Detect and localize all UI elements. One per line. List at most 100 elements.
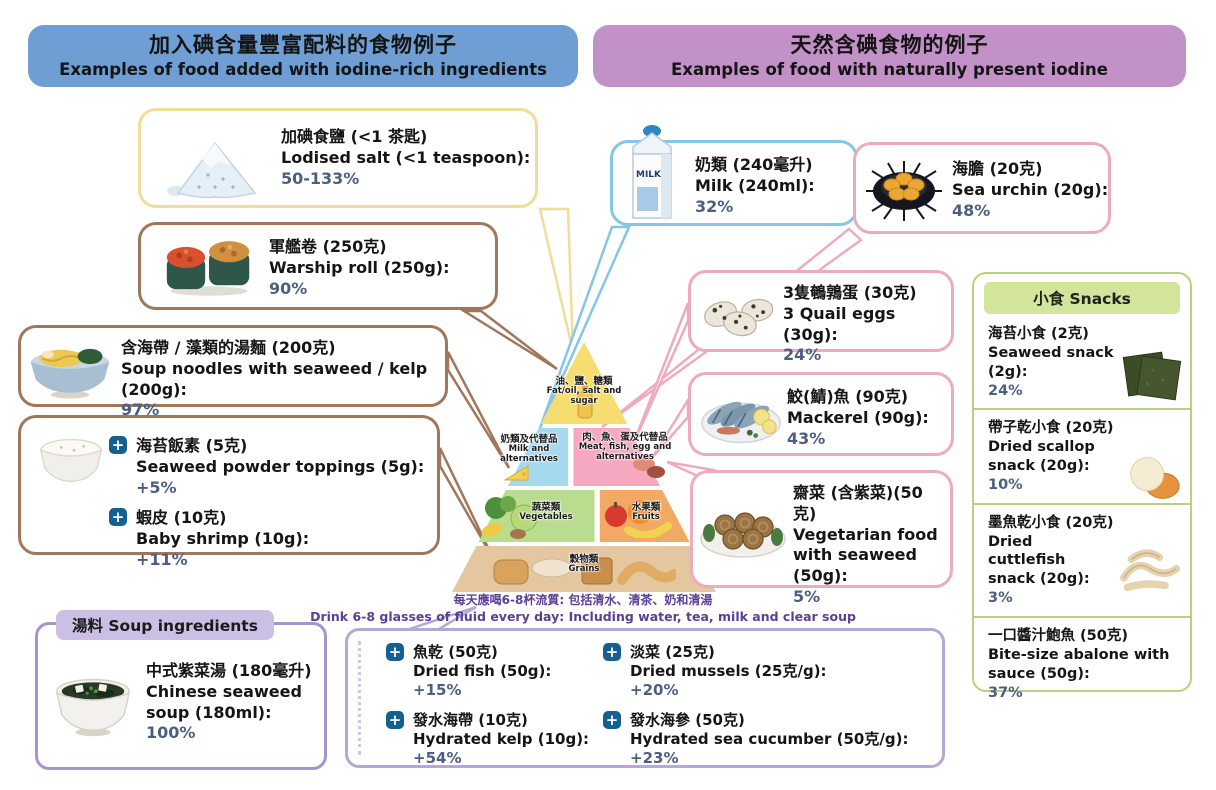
callout-vegetarian: 齋菜 (含紫菜)(50克) Vegetarian food with seawe… — [690, 470, 953, 606]
fluid-zh: 每天應喝6-8杯流質: 包括清水、清茶、奶和清湯 — [453, 593, 713, 607]
dotted-divider — [358, 641, 361, 755]
callout-milk: MILK 奶類 (240毫升) Milk (240ml): 32% — [610, 125, 858, 226]
tier-grains-en: Grains — [568, 564, 600, 575]
header-right-zh: 天然含碘食物的例子 — [790, 33, 989, 57]
topping-row-seaweed-powder: + 海苔飯素 (5克) Seaweed powder toppings (5g)… — [109, 436, 429, 498]
addition2-zh: 發水海帶 (10克) — [413, 710, 528, 729]
soup-ingredients-panel: 湯料 Soup ingredients 中式紫菜湯 (180毫升) Chines… — [35, 610, 327, 770]
soup-en: Chinese seaweed soup (180ml): — [146, 681, 302, 722]
snack2-en: Dried scallop snack (20g): — [988, 439, 1095, 475]
header-added-iodine: 加入碘含量豐富配料的食物例子 Examples of food added wi… — [28, 25, 578, 87]
snack3-en: Dried cuttlefish snack (20g): — [988, 533, 1090, 588]
mackerel-zh: 鮫(鯖)魚 (90克) — [787, 387, 909, 406]
tier-meat-zh: 肉、魚、蛋及代替品 — [582, 432, 668, 443]
snack2-value: 10% — [988, 476, 1023, 493]
scallop-icon — [1130, 457, 1180, 500]
pyramid-label-meat: 肉、魚、蛋及代替品 Meat, fish, egg and alternativ… — [574, 432, 676, 463]
topping1-en: Seaweed powder toppings (5g): — [136, 456, 425, 476]
soup-zh: 中式紫菜湯 (180毫升) — [146, 661, 312, 680]
snack1-en: Seaweed snack (2g): — [988, 344, 1114, 380]
warship-value: 90% — [269, 278, 308, 298]
header-natural-iodine: 天然含碘食物的例子 Examples of food with naturall… — [593, 25, 1186, 87]
callout-iodised-salt: 加碘食鹽 (<1 茶匙) Lodised salt (<1 teaspoon):… — [138, 108, 538, 208]
addition4-value: +23% — [630, 748, 679, 767]
warship-en: Warship roll (250g): — [269, 257, 450, 277]
noodles-zh: 含海帶 / 藻類的湯麵 (200克) — [121, 338, 336, 357]
milk-zh: 奶類 (240毫升) — [695, 155, 813, 174]
snack3-zh: 墨魚乾小食 (20克) — [988, 514, 1114, 531]
mackerel-icon — [701, 401, 781, 444]
callout-mackerel: 鮫(鯖)魚 (90克) Mackerel (90g): 43% — [688, 372, 954, 456]
milk-carton-label: MILK — [636, 170, 662, 180]
topping2-en: Baby shrimp (10g): — [136, 529, 310, 549]
salt-value: 50-133% — [281, 168, 360, 188]
callout-warship-roll: 軍艦卷 (250克) Warship roll (250g): 90% — [138, 222, 498, 310]
snacks-title: 小食 Snacks — [984, 282, 1180, 314]
tier-veg-zh: 蔬菜類 — [531, 502, 561, 513]
snack-item-scallop: 帶子乾小食 (20克) Dried scallop snack (20g): 1… — [974, 410, 1190, 505]
quail-eggs-icon — [704, 298, 774, 337]
additions-column-2: + 淡菜 (25克) Dried mussels (25克/g): +20% +… — [603, 643, 933, 778]
pyramid-label-fruits: 水果類 Fruits — [598, 502, 694, 523]
callout-rice-toppings: + 海苔飯素 (5克) Seaweed powder toppings (5g)… — [18, 415, 440, 569]
milk-carton-icon: MILK — [632, 125, 672, 219]
tier-fat-en: Fat/oil, salt and sugar — [546, 386, 622, 407]
addition2-value: +54% — [413, 748, 462, 767]
topping2-value: +11% — [136, 549, 188, 569]
cuttlefish-strips-icon — [1120, 549, 1181, 591]
callout-quail-eggs: 3隻鵪鶉蛋 (30克) 3 Quail eggs (30g): 24% — [688, 270, 954, 364]
mackerel-value: 43% — [787, 428, 826, 448]
noodles-value: 97% — [121, 400, 160, 420]
tier-grains-zh: 穀物類 — [569, 554, 599, 565]
addition-dried-fish: + 魚乾 (50克) Dried fish (50g): +15% — [386, 643, 621, 701]
plus-icon: + — [109, 436, 127, 454]
addition-hydrated-sea-cucumber: + 發水海參 (50克) Hydrated sea cucumber (50克/… — [603, 710, 933, 769]
vegetarian-rolls-icon — [700, 512, 786, 558]
noodle-bowl-icon — [30, 348, 110, 399]
snack2-zh: 帶子乾小食 (20克) — [988, 420, 1114, 437]
vegetarian-en: Vegetarian food with seaweed (50g): — [793, 524, 938, 586]
snack1-value: 24% — [988, 382, 1023, 399]
salt-zh: 加碘食鹽 (<1 茶匙) — [281, 127, 428, 146]
addition4-en: Hydrated sea cucumber (50克/g): — [630, 729, 909, 748]
plus-icon: + — [386, 643, 404, 661]
addition-hydrated-kelp: + 發水海帶 (10克) Hydrated kelp (10g): +54% — [386, 710, 621, 769]
topping-row-baby-shrimp: + 蝦皮 (10克) Baby shrimp (10g): +11% — [109, 508, 429, 570]
addition4-zh: 發水海參 (50克) — [630, 710, 745, 729]
tier-milk-en: Milk and alternatives — [500, 444, 558, 465]
milk-en: Milk (240ml): — [695, 175, 815, 195]
pyramid-label-grains: 穀物類 Grains — [534, 554, 634, 575]
tier-meat-en: Meat, fish, egg and alternatives — [578, 442, 672, 463]
tier-fruit-zh: 水果類 — [631, 502, 661, 513]
plus-icon: + — [603, 710, 621, 729]
noodles-en: Soup noodles with seaweed / kelp (200g): — [121, 358, 428, 399]
tier-veg-en: Vegetables — [519, 512, 573, 523]
seaweed-soup-bowl-icon — [55, 678, 131, 737]
urchin-zh: 海膽 (20克) — [952, 159, 1043, 178]
snack4-value: 37% — [988, 684, 1023, 701]
addition1-value: +15% — [413, 681, 462, 700]
nori-icon — [1122, 351, 1182, 401]
milk-foods-illustration — [504, 465, 529, 481]
addition3-en: Dried mussels (25克/g): — [630, 662, 827, 681]
vegetarian-value: 5% — [793, 586, 821, 606]
callout-sea-urchin: 海膽 (20克) Sea urchin (20g): 48% — [853, 142, 1111, 234]
addition1-en: Dried fish (50g): — [413, 662, 552, 681]
soup-panel-title: 湯料 Soup ingredients — [56, 610, 274, 640]
quail-zh: 3隻鵪鶉蛋 (30克) — [783, 283, 917, 302]
pyramid-label-milk: 奶類及代替品 Milk and alternatives — [490, 434, 568, 465]
topping2-zh: 蝦皮 (10克) — [136, 508, 227, 528]
food-pyramid: 油、鹽、糖類 Fat/oil, salt and sugar 奶類及代替品 Mi… — [452, 342, 716, 592]
tier-milk-zh: 奶類及代替品 — [500, 434, 558, 445]
grains-illustration — [493, 557, 676, 585]
plus-icon: + — [603, 643, 621, 661]
fluid-en: Drink 6-8 glasses of fluid every day: In… — [310, 608, 856, 624]
snack3-value: 3% — [988, 590, 1013, 607]
snack4-zh: 一口醬汁鮑魚 (50克) — [988, 627, 1128, 644]
warship-zh: 軍艦卷 (250克) — [269, 237, 387, 256]
addition3-zh: 淡菜 (25克) — [630, 643, 715, 661]
snack1-zh: 海苔小食 (2克) — [988, 326, 1089, 342]
salt-en: Lodised salt (<1 teaspoon): — [281, 147, 531, 167]
urchin-en: Sea urchin (20g): — [952, 179, 1109, 199]
